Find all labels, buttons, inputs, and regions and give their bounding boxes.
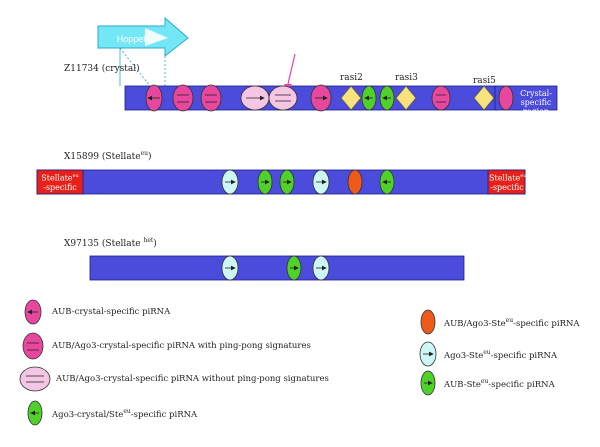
sequence-label-z11734: Z11734 (crystal) bbox=[64, 64, 140, 74]
x97135-markers bbox=[221, 255, 330, 281]
aub-ago3-no-pingpong-marker bbox=[268, 85, 298, 111]
hoppel-label: Hoppel bbox=[117, 34, 146, 44]
stellate-right-region-label: Stellateeu-specific bbox=[489, 173, 527, 192]
rasi2-marker bbox=[340, 85, 362, 111]
aub-crystal-marker bbox=[498, 85, 514, 111]
sequence-label-x15899: X15899 (Stellateeu) bbox=[64, 150, 152, 162]
legend-ago3-ste-text: Ago3-Steeu-specific piRNA bbox=[444, 349, 558, 361]
legend-aub-ago3-pingpong-icon bbox=[22, 332, 44, 360]
legend-ago3-crystal-ste-text: Ago3-crystal/Steeu-specific piRNA bbox=[52, 408, 198, 420]
x15899-markers bbox=[221, 169, 395, 195]
x97135-sequence-bar bbox=[89, 255, 465, 281]
hoppel-element: Hoppel bbox=[97, 16, 189, 87]
legend-aub-ago3-pingpong-text: AUB/Ago3-crystal-specific piRNA with pin… bbox=[52, 341, 311, 351]
crystal-specific-region-label: Crystal-specific region bbox=[520, 89, 552, 116]
legend-aub-ago3-ste-text: AUB/Ago3-Steeu-specific piRNA bbox=[444, 317, 580, 329]
rasi5-marker bbox=[473, 85, 495, 111]
aub-ago3-pingpong-marker bbox=[431, 85, 451, 111]
pointer-arrow bbox=[287, 53, 296, 85]
rasi3-label: rasi3 bbox=[395, 73, 418, 83]
z11734-markers bbox=[145, 84, 514, 112]
legend-aub-ste-text: AUB-Steeu-specific piRNA bbox=[444, 378, 555, 390]
stellate-left-region-label: Stellateeu-specific bbox=[41, 173, 79, 192]
rasi2-label: rasi2 bbox=[340, 73, 363, 83]
rasi3-marker bbox=[395, 85, 417, 111]
aub-ago3-pingpong-marker bbox=[172, 84, 194, 112]
legend-aub-ago3-no-pingpong-icon bbox=[19, 366, 51, 392]
legend-icons bbox=[19, 299, 437, 426]
aub-ago3-pingpong-marker bbox=[200, 84, 222, 112]
rasi5-label: rasi5 bbox=[473, 76, 496, 86]
legend-aub-ago3-no-pingpong-text: AUB/Ago3-crystal-specific piRNA without … bbox=[56, 374, 329, 384]
legend-aub-crystal-text: AUB-crystal-specific piRNA bbox=[52, 307, 171, 317]
aub-ago3-ste-marker bbox=[347, 169, 363, 195]
sequence-label-x97135: X97135 (Stellate het) bbox=[64, 237, 157, 249]
legend-aub-ago3-ste-icon bbox=[420, 309, 436, 335]
